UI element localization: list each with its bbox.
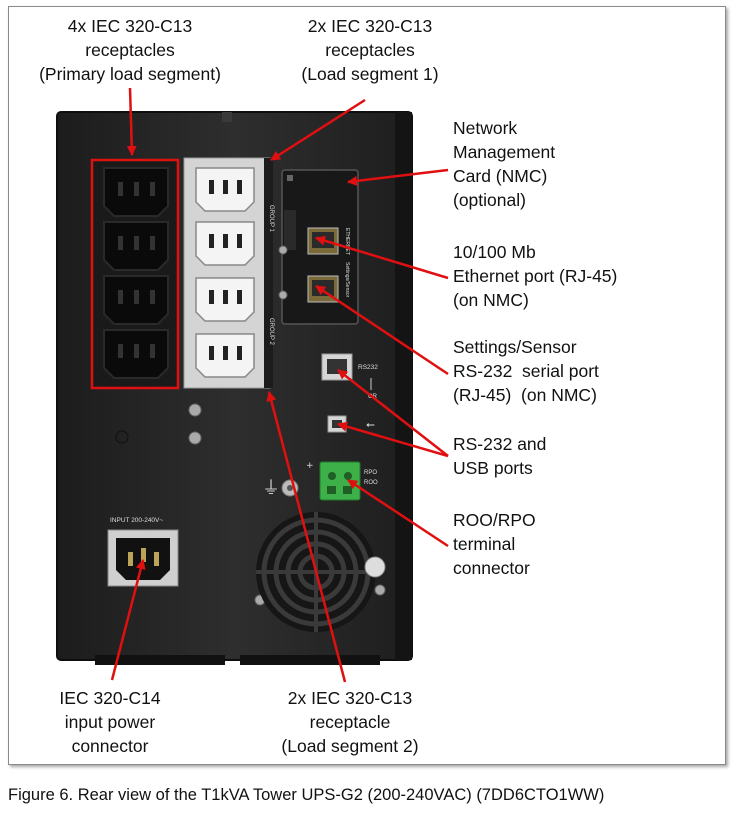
group1-label: GROUP 1 [268,205,274,233]
nmc-card: ETHERNET Settings/Sensor [281,169,359,325]
arrow-rs232-port [337,369,449,457]
svg-text:⏚: ⏚ [262,478,280,499]
label-load-segment-1: 2x IEC 320-C13 receptacles (Load segment… [301,16,439,84]
svg-text:+: + [306,461,314,471]
label-settings-port: Settings/Sensor RS-232 serial port (RJ-4… [453,337,599,405]
figure-caption: Figure 6. Rear view of the T1kVA Tower U… [8,786,605,804]
arrow-usb-port [337,421,449,458]
label-ethernet-port: 10/100 Mb Ethernet port (RJ-45) (on NMC) [453,242,618,310]
arrow-roo-rpo [347,478,449,548]
screws [115,245,386,606]
arrow-settings-port [315,284,449,376]
primary-outlet-panel [90,158,180,390]
input-power-connector: INPUT 200-240V~ [107,517,179,587]
rs232-label: RS232 [358,364,378,371]
arrow-load-segment-2 [266,391,347,683]
roo-rpo-terminal: RPO ROO + [306,461,378,501]
usb-symbol: ⭠ [366,418,375,431]
label-roo-rpo: ROO/RPO terminal connector [453,510,536,578]
roo-label: ROO [364,480,378,486]
label-nmc: Network Management Card (NMC) (optional) [453,118,556,210]
label-load-segment-2: 2x IEC 320-C13 receptacle (Load segment … [281,688,419,756]
rpo-label: RPO [364,470,377,476]
ethernet-port-label: ETHERNET [344,228,350,255]
group-outlet-panel: GROUP 1 GROUP 2 [183,157,274,389]
arrow-nmc [347,168,449,186]
label-input-connector: IEC 320-C14 input power connector [59,688,161,756]
primary-segment-highlight [90,158,180,390]
label-rs232-usb: RS-232 and USB ports [453,434,547,478]
group2-label: GROUP 2 [268,318,274,346]
settings-port-label: Settings/Sensor [344,262,350,298]
arrow-ethernet-port [315,235,449,280]
arrow-load-segment-1 [270,98,366,162]
arrow-primary-segment [126,87,137,156]
callout-arrows [110,87,449,683]
label-primary-segment: 4x IEC 320-C13 receptacles (Primary load… [39,16,221,84]
arrow-input-connector [110,559,146,681]
input-rating-label: INPUT 200-240V~ [110,517,163,524]
